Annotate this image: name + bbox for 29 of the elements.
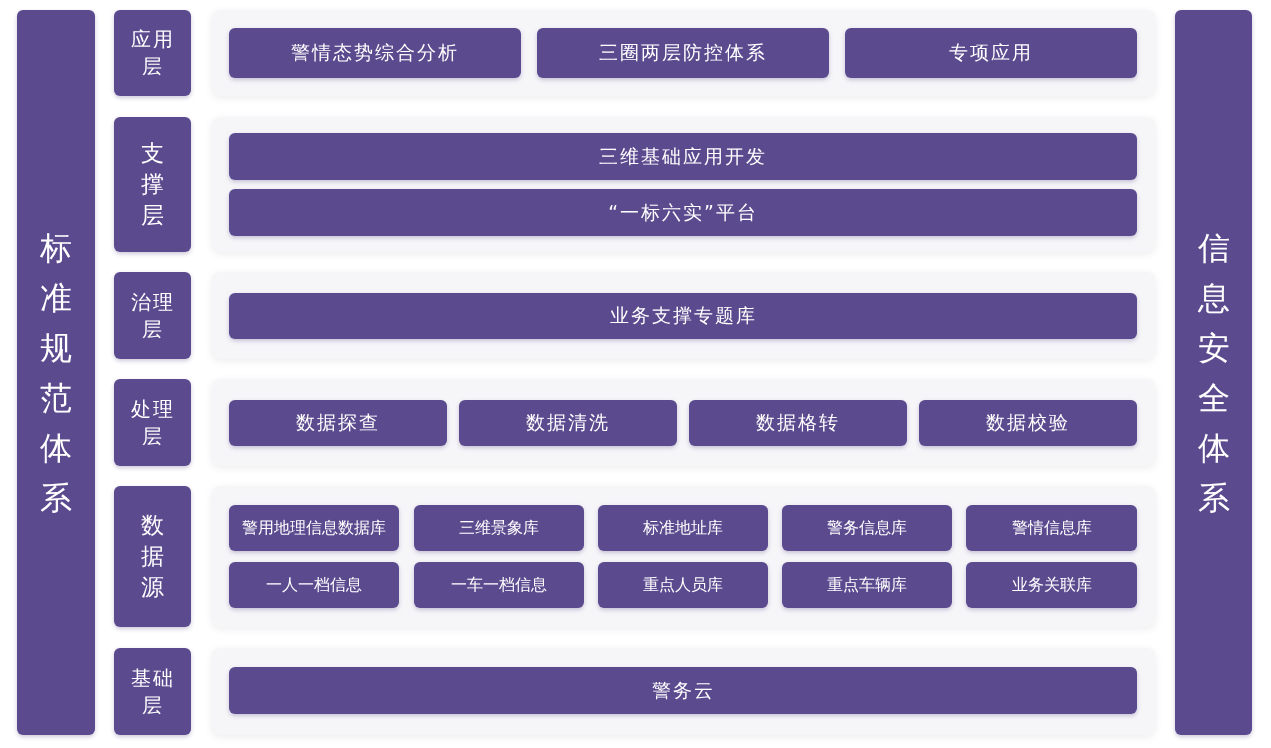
module-box: 警情态势综合分析 [229,28,521,78]
module-box: 重点人员库 [598,562,768,608]
module-box: 专项应用 [845,28,1137,78]
side-bar: 标准规范体系 [17,10,95,735]
module-box: 标准地址库 [598,505,768,551]
module-box: 数据校验 [919,400,1137,446]
module-box: 警务云 [229,667,1137,714]
layer-label-box: 治理层 [114,272,191,359]
layer-label-box: 数据源 [114,486,191,627]
layer-label-box: 处理层 [114,379,191,466]
module-box: 业务关联库 [966,562,1137,608]
module-box: 业务支撑专题库 [229,293,1137,339]
module-box: 一人一档信息 [229,562,399,608]
module-box: 数据格转 [689,400,907,446]
module-box: 警用地理信息数据库 [229,505,399,551]
module-box: 警情信息库 [966,505,1137,551]
module-box: 三维景象库 [414,505,584,551]
module-box: 一车一档信息 [414,562,584,608]
layer-label-box: 应用层 [114,10,191,96]
side-bar: 信息安全体系 [1175,10,1252,735]
module-box: “一标六实”平台 [229,189,1137,236]
module-box: 数据探查 [229,400,447,446]
layer-label-box: 基础层 [114,648,191,735]
layer-label-box: 支撑层 [114,117,191,252]
module-box: 数据清洗 [459,400,677,446]
module-box: 警务信息库 [782,505,952,551]
module-box: 三圈两层防控体系 [537,28,829,78]
module-box: 重点车辆库 [782,562,952,608]
module-box: 三维基础应用开发 [229,133,1137,180]
